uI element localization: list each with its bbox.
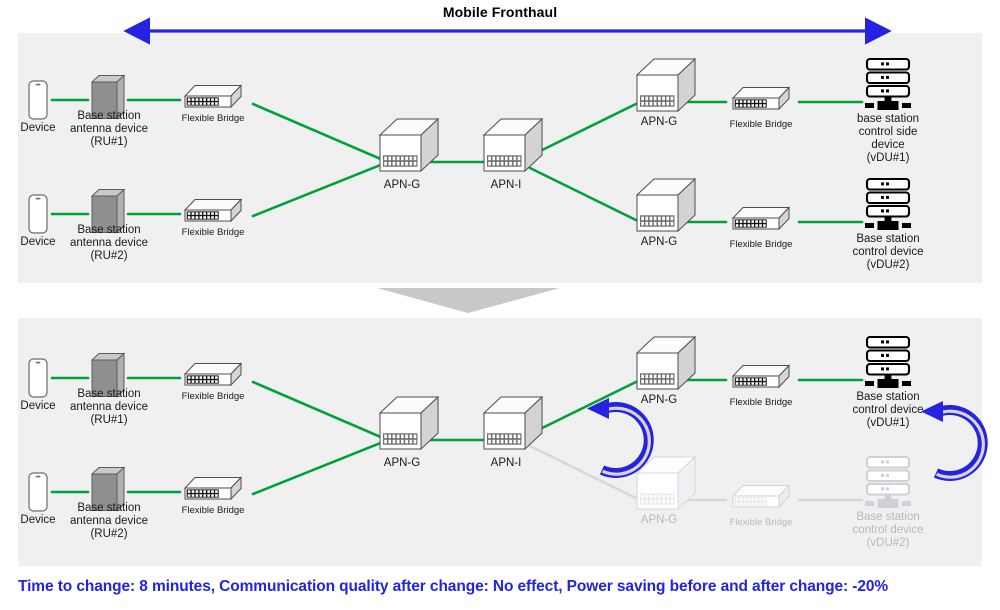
summary-caption: Time to change: 8 minutes, Communication… bbox=[18, 578, 889, 595]
apn-gateway-icon bbox=[379, 118, 439, 172]
mobile-device-icon bbox=[28, 358, 48, 398]
panel-transition-down-arrow bbox=[377, 288, 560, 313]
apn-gateway-icon bbox=[379, 396, 439, 450]
flexible-bridge-switch-icon bbox=[184, 363, 242, 386]
mobile-device-icon bbox=[28, 472, 48, 512]
page-title: Mobile Fronthaul bbox=[442, 4, 558, 20]
apn-gateway-icon bbox=[636, 336, 696, 390]
before-links bbox=[50, 98, 864, 224]
mobile-device-icon bbox=[28, 80, 48, 120]
after-active-links bbox=[50, 376, 864, 496]
flexible-bridge-switch-icon bbox=[184, 85, 242, 108]
flexible-bridge-switch-icon bbox=[184, 477, 242, 500]
apn-gateway-icon bbox=[636, 178, 696, 232]
flexible-bridge-switch-icon bbox=[732, 87, 790, 110]
base-station-antenna-icon bbox=[91, 467, 125, 511]
apn-gateway-icon bbox=[636, 58, 696, 112]
base-station-antenna-icon bbox=[91, 75, 125, 119]
flexible-bridge-switch-icon bbox=[184, 199, 242, 222]
apn-interconnect-icon bbox=[483, 118, 543, 172]
base-station-antenna-icon bbox=[91, 353, 125, 397]
apn-interconnect-icon bbox=[483, 396, 543, 450]
flexible-bridge-switch-icon bbox=[732, 207, 790, 230]
flexible-bridge-switch-icon bbox=[732, 365, 790, 388]
flexible-bridge-switch-icon bbox=[732, 485, 790, 508]
mobile-device-icon bbox=[28, 194, 48, 234]
base-station-antenna-icon bbox=[91, 189, 125, 233]
apn-gateway-icon bbox=[636, 456, 696, 510]
